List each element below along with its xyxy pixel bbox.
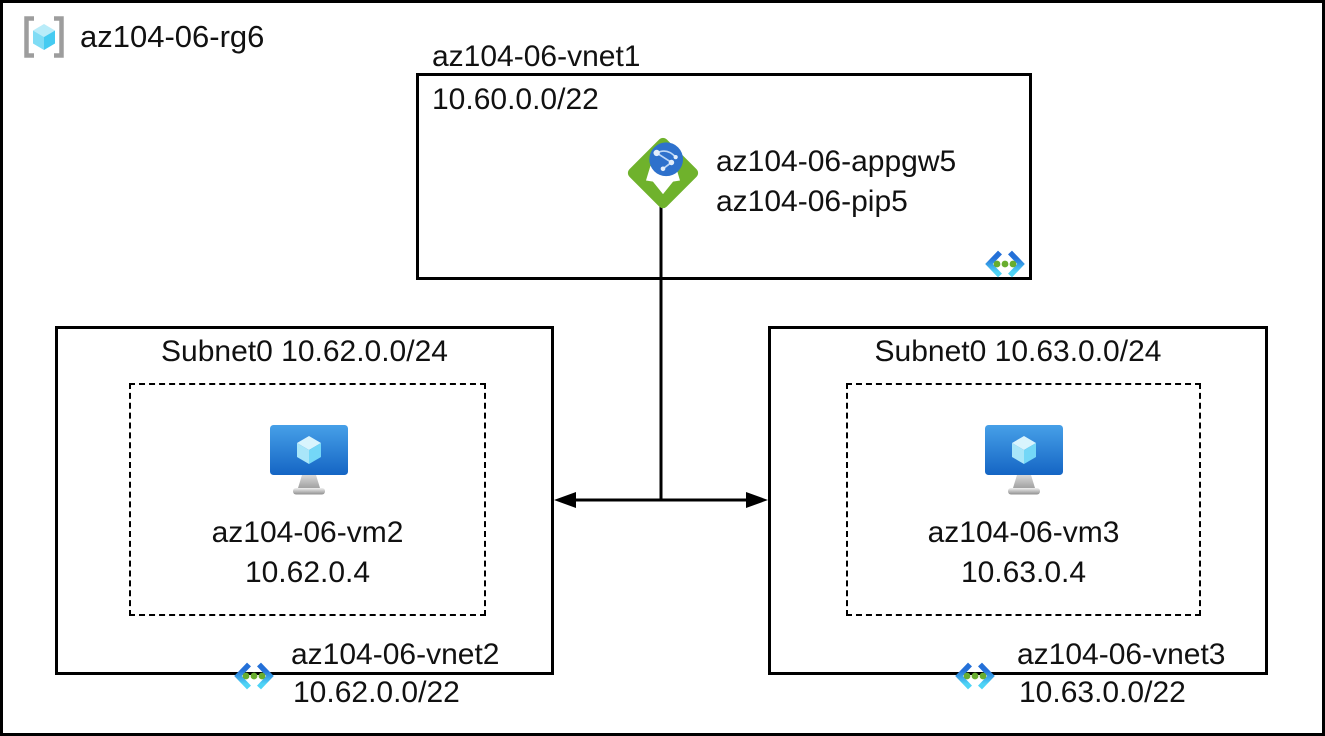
- vnet1-cidr: 10.60.0.0/22: [432, 83, 599, 116]
- arrowhead-left: [554, 492, 576, 508]
- arrowhead-right: [746, 492, 768, 508]
- application-gateway-icon: [627, 137, 699, 209]
- vnet3-name: az104-06-vnet3: [1017, 638, 1226, 671]
- pip-name: az104-06-pip5: [716, 185, 908, 218]
- subnet-right-boundary: [846, 383, 1201, 616]
- vm2-name: az104-06-vm2: [211, 516, 404, 549]
- vnet-icon: [955, 662, 995, 690]
- vm-icon: [270, 425, 348, 495]
- vm3-ip: 10.63.0.4: [960, 556, 1087, 589]
- vm3-name: az104-06-vm3: [927, 516, 1120, 549]
- vnet1-box: 10.60.0.0/22: [416, 73, 1032, 280]
- subnet0-right-box: Subnet0 10.63.0.0/24 az104-06-vm3 10.63.…: [768, 326, 1268, 675]
- vnet-icon: [234, 662, 274, 690]
- vnet2-name: az104-06-vnet2: [291, 638, 500, 671]
- vnet2-cidr: 10.62.0.0/22: [293, 676, 460, 709]
- vm2-ip: 10.62.0.4: [244, 556, 371, 589]
- subnet-left-boundary: [129, 383, 486, 616]
- appgw-labels: az104-06-appgw5 az104-06-pip5: [716, 142, 956, 222]
- subnet-right-title: Subnet0 10.63.0.0/24: [874, 335, 1162, 368]
- vnet3-cidr: 10.63.0.0/22: [1019, 676, 1186, 709]
- vnet1-title: az104-06-vnet1: [432, 40, 641, 73]
- resource-group-header: az104-06-rg6: [21, 14, 264, 60]
- resource-group-icon: [24, 16, 64, 58]
- vnet-icon: [985, 250, 1025, 278]
- vm-icon: [985, 425, 1063, 495]
- subnet0-left-box: Subnet0 10.62.0.0/24 az104-06-vm2 10.62.…: [55, 326, 554, 675]
- resource-group-name: az104-06-rg6: [80, 19, 265, 54]
- subnet-left-title: Subnet0 10.62.0.0/24: [161, 335, 448, 368]
- appgw-name: az104-06-appgw5: [716, 145, 957, 178]
